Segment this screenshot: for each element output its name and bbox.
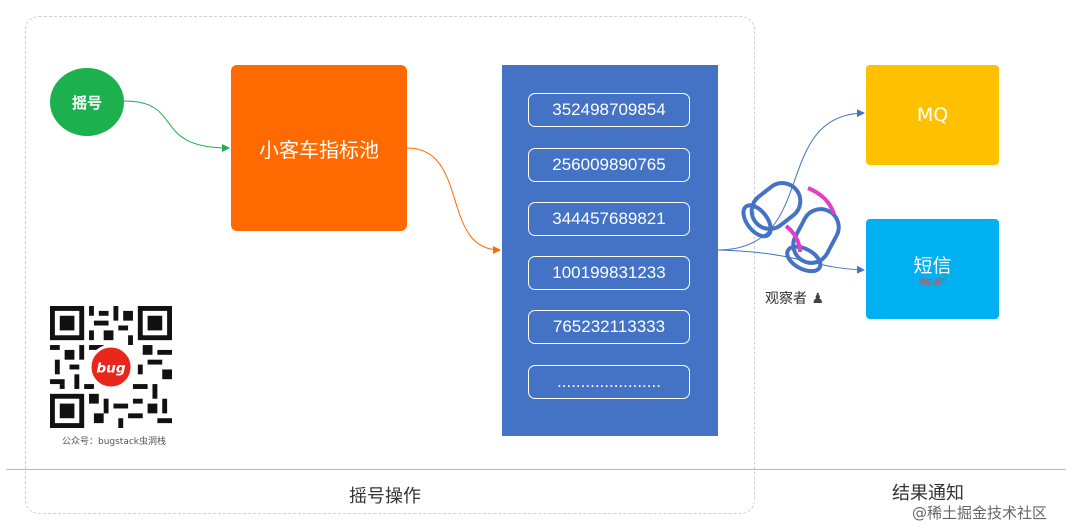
start-to-pool-arrow (123, 100, 230, 152)
qr-caption: 公众号：bugstack虫洞栈 (61, 437, 167, 447)
number-item: 352498709854 (528, 93, 690, 127)
number-item: 765232113333 (528, 310, 690, 344)
pool-node: 小客车指标池 (231, 65, 407, 231)
start-node: 摇号 (50, 68, 124, 136)
sms-label: 短信 (913, 255, 952, 277)
watermark: @稀土掘金技术社区 (912, 504, 1048, 522)
observer-text: 观察者 (765, 291, 807, 307)
section-divider (6, 469, 1066, 470)
qr-logo-text: bug (96, 360, 125, 376)
number-item: 256009890765 (528, 148, 690, 182)
binoculars-icon (741, 181, 841, 274)
pool-to-numbers-arrow (406, 147, 501, 254)
number-panel: 352498709854 256009890765 344457689821 1… (502, 65, 718, 436)
numbers-to-mq-arrow (717, 109, 865, 251)
number-item: 344457689821 (528, 202, 690, 236)
sms-node: 短信 短信通知 (866, 219, 999, 319)
sms-sublabel: 短信通知 (918, 278, 947, 286)
section-left-label: 摇号操作 (349, 486, 421, 507)
qr-code: bug (50, 306, 172, 428)
mq-node: MQ (866, 65, 999, 165)
number-item-ellipsis: ...................... (528, 365, 690, 399)
section-right-label: 结果通知 (892, 483, 964, 504)
number-item: 100199831233 (528, 256, 690, 290)
operation-region (25, 16, 755, 514)
observer-label: 观察者 ♟ (765, 288, 824, 308)
chess-pawn-icon: ♟ (811, 291, 825, 307)
